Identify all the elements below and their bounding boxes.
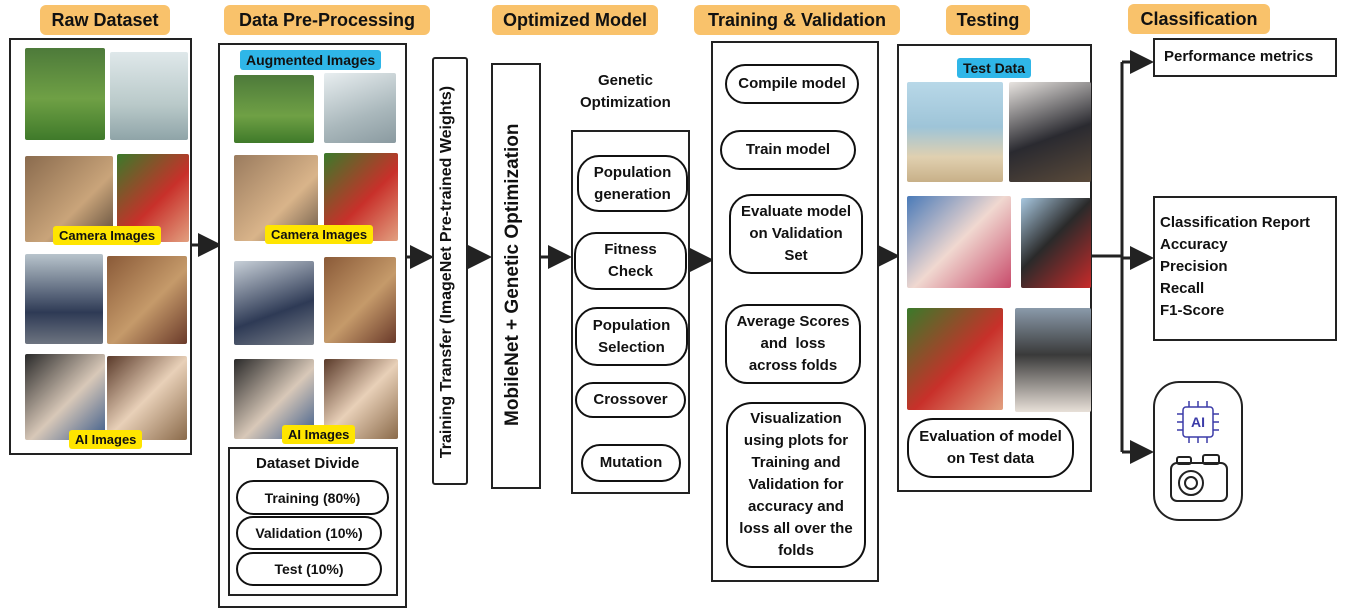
ga-step-text: Fitness [604, 241, 657, 258]
split-validation: Validation (10%) [236, 516, 382, 550]
dataset-divide-title: Dataset Divide [256, 455, 360, 472]
raw-camera-images-label: Camera Images [53, 226, 162, 245]
ga-step-text: Crossover [593, 391, 668, 408]
raw-dataset-panel: Camera Images AI Images [9, 38, 192, 455]
test-eval-text: on Test data [946, 450, 1035, 467]
classification-report-box: Classification Report Accuracy Precision… [1153, 196, 1337, 341]
ga-fitness-check: Fitness Check [574, 232, 687, 290]
test-evaluation: Evaluation of model on Test data [907, 418, 1074, 478]
photo-students-laptop [25, 354, 105, 440]
tv-step-text: across folds [748, 357, 838, 374]
header-optimized-model: Optimized Model [492, 5, 658, 35]
ga-population-selection: Population Selection [575, 307, 688, 366]
photo-office-worker [25, 254, 103, 344]
split-training: Training (80%) [236, 480, 389, 515]
tv-step-text: Compile model [738, 75, 846, 92]
metric-precision: Precision [1160, 258, 1228, 275]
ga-crossover: Crossover [575, 382, 686, 418]
test-photo-red-scarf [907, 308, 1003, 410]
ai-chip-icon [1177, 401, 1219, 443]
aug-photo-girl-garden [234, 75, 314, 143]
photo-loom-workers [107, 256, 187, 344]
tv-train-model: Train model [720, 130, 856, 170]
tv-step-text: on Validation [749, 225, 843, 242]
ga-step-text: Selection [598, 338, 665, 356]
test-eval-text: Evaluation of model [919, 428, 1062, 445]
tv-step-text: Validation for [748, 476, 844, 493]
tv-step-text: Train model [745, 141, 831, 158]
metric-f1-score: F1-Score [1160, 302, 1225, 319]
ga-step-text: Check [607, 263, 654, 280]
tv-average-scores: Average Scores and loss across folds [725, 304, 861, 384]
genetic-title-line2: Optimization [580, 94, 671, 111]
ga-step-text: Population [593, 163, 672, 181]
tv-step-text: using plots for [743, 432, 849, 449]
ga-step-text: Mutation [599, 454, 663, 471]
photo-girls-street [110, 52, 188, 140]
metric-recall: Recall [1160, 280, 1205, 297]
metric-accuracy: Accuracy [1160, 236, 1228, 253]
mobilenet-model-label: MobileNet + Genetic Optimization [502, 123, 523, 426]
header-raw-dataset: Raw Dataset [40, 5, 170, 35]
header-classification: Classification [1128, 4, 1270, 34]
prep-camera-images-label: Camera Images [265, 225, 374, 244]
tv-step-text: Evaluate model [740, 203, 852, 220]
test-photo-beach [907, 82, 1003, 182]
report-title: Classification Report [1160, 214, 1311, 231]
aug-photo-office-worker [234, 261, 314, 345]
ga-population-generation: Population generation [577, 155, 688, 212]
tv-step-text: Training and [751, 454, 841, 471]
performance-metrics-label: Performance metrics [1164, 48, 1314, 65]
raw-ai-images-label: AI Images [69, 430, 143, 449]
tv-step-text: Average Scores [736, 313, 850, 330]
tv-compile-model: Compile model [725, 64, 859, 104]
aug-photo-girls-street [324, 73, 396, 143]
header-data-preprocessing: Data Pre-Processing [224, 5, 430, 35]
camera-icon [1170, 454, 1228, 502]
split-test: Test (10%) [236, 552, 382, 586]
test-data-label: Test Data [957, 58, 1031, 78]
transfer-learning-label: Training Transfer (ImageNet Pre-trained … [438, 85, 455, 459]
test-photo-classroom [907, 196, 1011, 288]
photo-girl-studying [107, 356, 187, 440]
genetic-title-line1: Genetic [598, 72, 654, 89]
performance-metrics-box: Performance metrics [1153, 38, 1337, 77]
tv-evaluate-validation: Evaluate model on Validation Set [729, 194, 863, 274]
mobilenet-model-box [491, 63, 541, 489]
prep-ai-images-label: AI Images [282, 425, 356, 444]
test-photo-singer [1021, 198, 1091, 288]
test-photo-office-laptop [1009, 82, 1091, 182]
ga-step-text: Population [592, 316, 671, 334]
tv-step-text: folds [778, 542, 814, 559]
ga-mutation: Mutation [581, 444, 681, 482]
tv-step-text: accuracy and [748, 498, 844, 515]
tv-visualization: Visualization using plots for Training a… [726, 402, 866, 568]
tv-step-text: Visualization [750, 410, 842, 427]
preprocessing-panel: Augmented Images Camera Images AI Images… [218, 43, 407, 608]
testing-panel: Test Data [897, 44, 1092, 492]
tv-step-text: loss all over the [739, 520, 853, 537]
photo-girl-garden [25, 48, 105, 140]
header-testing: Testing [946, 5, 1030, 35]
test-photo-stadium [1015, 308, 1091, 412]
tv-step-text: and loss [760, 335, 826, 352]
header-training-validation: Training & Validation [694, 5, 900, 35]
augmented-images-label: Augmented Images [240, 50, 382, 70]
ga-step-text: generation [594, 185, 671, 203]
ai-camera-output-box: AI [1153, 381, 1243, 521]
tv-step-text: Set [784, 247, 808, 264]
ai-chip-label: AI [1191, 414, 1205, 430]
aug-photo-loom-workers [324, 257, 396, 343]
transfer-learning-box [432, 57, 468, 485]
